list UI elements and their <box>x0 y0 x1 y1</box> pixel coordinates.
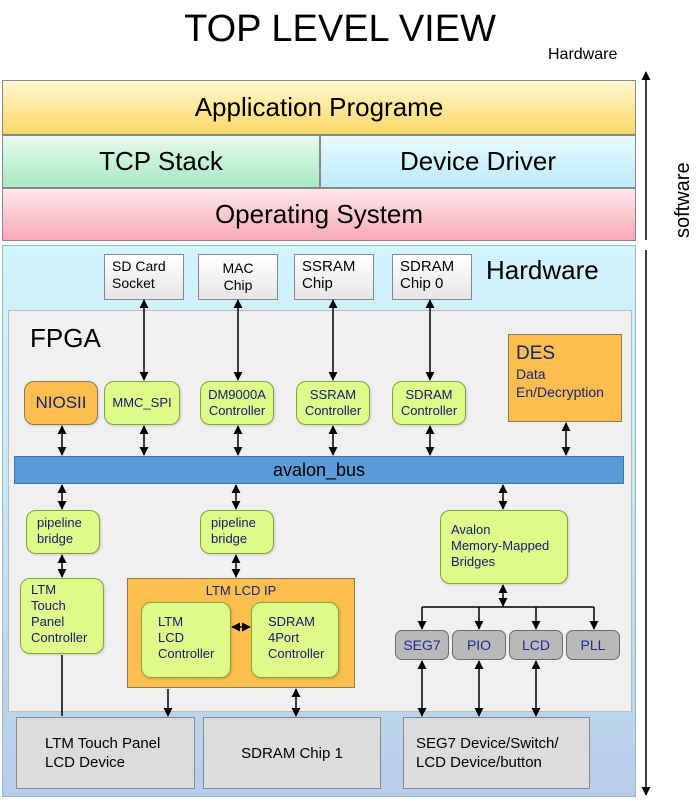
pll-peripheral: PLL <box>566 630 620 660</box>
ltm-lcd-line1: LTM <box>158 614 184 629</box>
tcp-stack-layer: TCP Stack <box>2 135 320 188</box>
sd-card-line2: Socket <box>112 275 155 291</box>
seg7-switch-lcd-button-device: SEG7 Device/Switch/ LCD Device/button <box>403 717 590 789</box>
ltm-touch-line3: Panel <box>31 614 65 629</box>
niosii-processor: NIOSII <box>24 381 98 425</box>
pipeline-mid-line1: pipeline <box>211 515 256 530</box>
ltm-touch-panel-lcd-device: LTM Touch Panel LCD Device <box>16 717 195 789</box>
avalon-mm-bridges: Avalon Memory-Mapped Bridges <box>440 510 568 584</box>
avalon-mm-line1: Avalon <box>451 522 491 537</box>
ltm-device-line1: LTM Touch Panel <box>45 735 161 752</box>
ssram-chip-line2: Chip <box>302 275 333 292</box>
ltm-lcd-controller: LTM LCD Controller <box>141 602 231 678</box>
pipeline-left-line2: bridge <box>37 531 74 546</box>
sdram-ctrl-line1: SDRAM <box>405 387 453 402</box>
dm9000a-controller: DM9000A Controller <box>200 381 274 425</box>
pipeline-left-line1: pipeline <box>37 515 82 530</box>
sdram-4port-line3: Controller <box>268 646 325 661</box>
ssram-chip-line1: SSRAM <box>302 258 356 275</box>
ssram-chip-box: SSRAM Chip <box>294 254 374 300</box>
ltm-device-line2: LCD Device <box>45 754 126 771</box>
lcd-peripheral: LCD <box>509 630 563 660</box>
diagram-title: TOP LEVEL VIEW <box>184 8 496 50</box>
sdram-chip0-line2: Chip 0 <box>400 275 444 292</box>
dm9000a-line2: Controller <box>208 403 266 418</box>
device-driver-layer: Device Driver <box>320 135 636 188</box>
dm9000a-line1: DM9000A <box>208 387 266 402</box>
fpga-label: FPGA <box>30 323 101 353</box>
sd-card-socket-box: SD Card Socket <box>104 254 184 300</box>
ltm-touch-line2: Touch <box>31 598 66 613</box>
application-layer: Application Programe <box>2 80 636 135</box>
des-title: DES <box>516 343 556 364</box>
pio-peripheral: PIO <box>452 630 506 660</box>
ltm-touch-panel-controller: LTM Touch Panel Controller <box>20 578 104 654</box>
hardware-side-label: Hardware <box>548 46 618 63</box>
pipeline-bridge-mid: pipeline bridge <box>200 510 274 554</box>
seg7-device-line1: SEG7 Device/Switch/ <box>416 735 559 752</box>
ltm-touch-line1: LTM <box>31 582 57 597</box>
pipeline-mid-line2: bridge <box>211 531 248 546</box>
mac-chip-box: MAC Chip <box>198 254 278 300</box>
avalon-mm-line2: Memory-Mapped <box>451 538 550 553</box>
ltm-lcd-line3: Controller <box>158 646 215 661</box>
sdram-4port-line2: 4Port <box>268 630 300 645</box>
sdram-ctrl-line2: Controller <box>400 403 458 418</box>
ssram-ctrl-line1: SSRAM <box>309 387 357 402</box>
ltm-touch-line4: Controller <box>31 630 88 645</box>
seg7-device-line2: LCD Device/button <box>416 754 542 771</box>
des-line2: En/Decryption <box>516 384 604 400</box>
seg7-peripheral: SEG7 <box>395 630 449 660</box>
pipeline-bridge-left: pipeline bridge <box>26 510 100 554</box>
sd-card-line1: SD Card <box>112 258 166 274</box>
ltm-lcd-ip-title: LTM LCD IP <box>205 583 277 598</box>
hardware-panel-title: Hardware <box>486 255 599 285</box>
des-line1: Data <box>516 366 546 382</box>
mac-chip-line1: MAC <box>222 260 254 276</box>
sdram-controller: SDRAM Controller <box>392 381 466 425</box>
sdram-4port-line1: SDRAM <box>268 614 315 629</box>
mmc-spi-controller: MMC_SPI <box>104 381 180 425</box>
ltm-lcd-line2: LCD <box>158 630 185 645</box>
mac-chip-line2: Chip <box>223 277 253 293</box>
sdram-chip0-line1: SDRAM <box>400 258 455 275</box>
sdram-chip1-device: SDRAM Chip 1 <box>203 717 381 789</box>
sdram-4port-controller: SDRAM 4Port Controller <box>251 602 339 678</box>
avalon-bus: avalon_bus <box>14 456 624 484</box>
des-block: DES Data En/Decryption <box>508 334 622 422</box>
avalon-mm-line3: Bridges <box>451 554 496 569</box>
ssram-controller: SSRAM Controller <box>296 381 370 425</box>
ssram-ctrl-line2: Controller <box>304 403 362 418</box>
operating-system-layer: Operating System <box>2 188 636 241</box>
